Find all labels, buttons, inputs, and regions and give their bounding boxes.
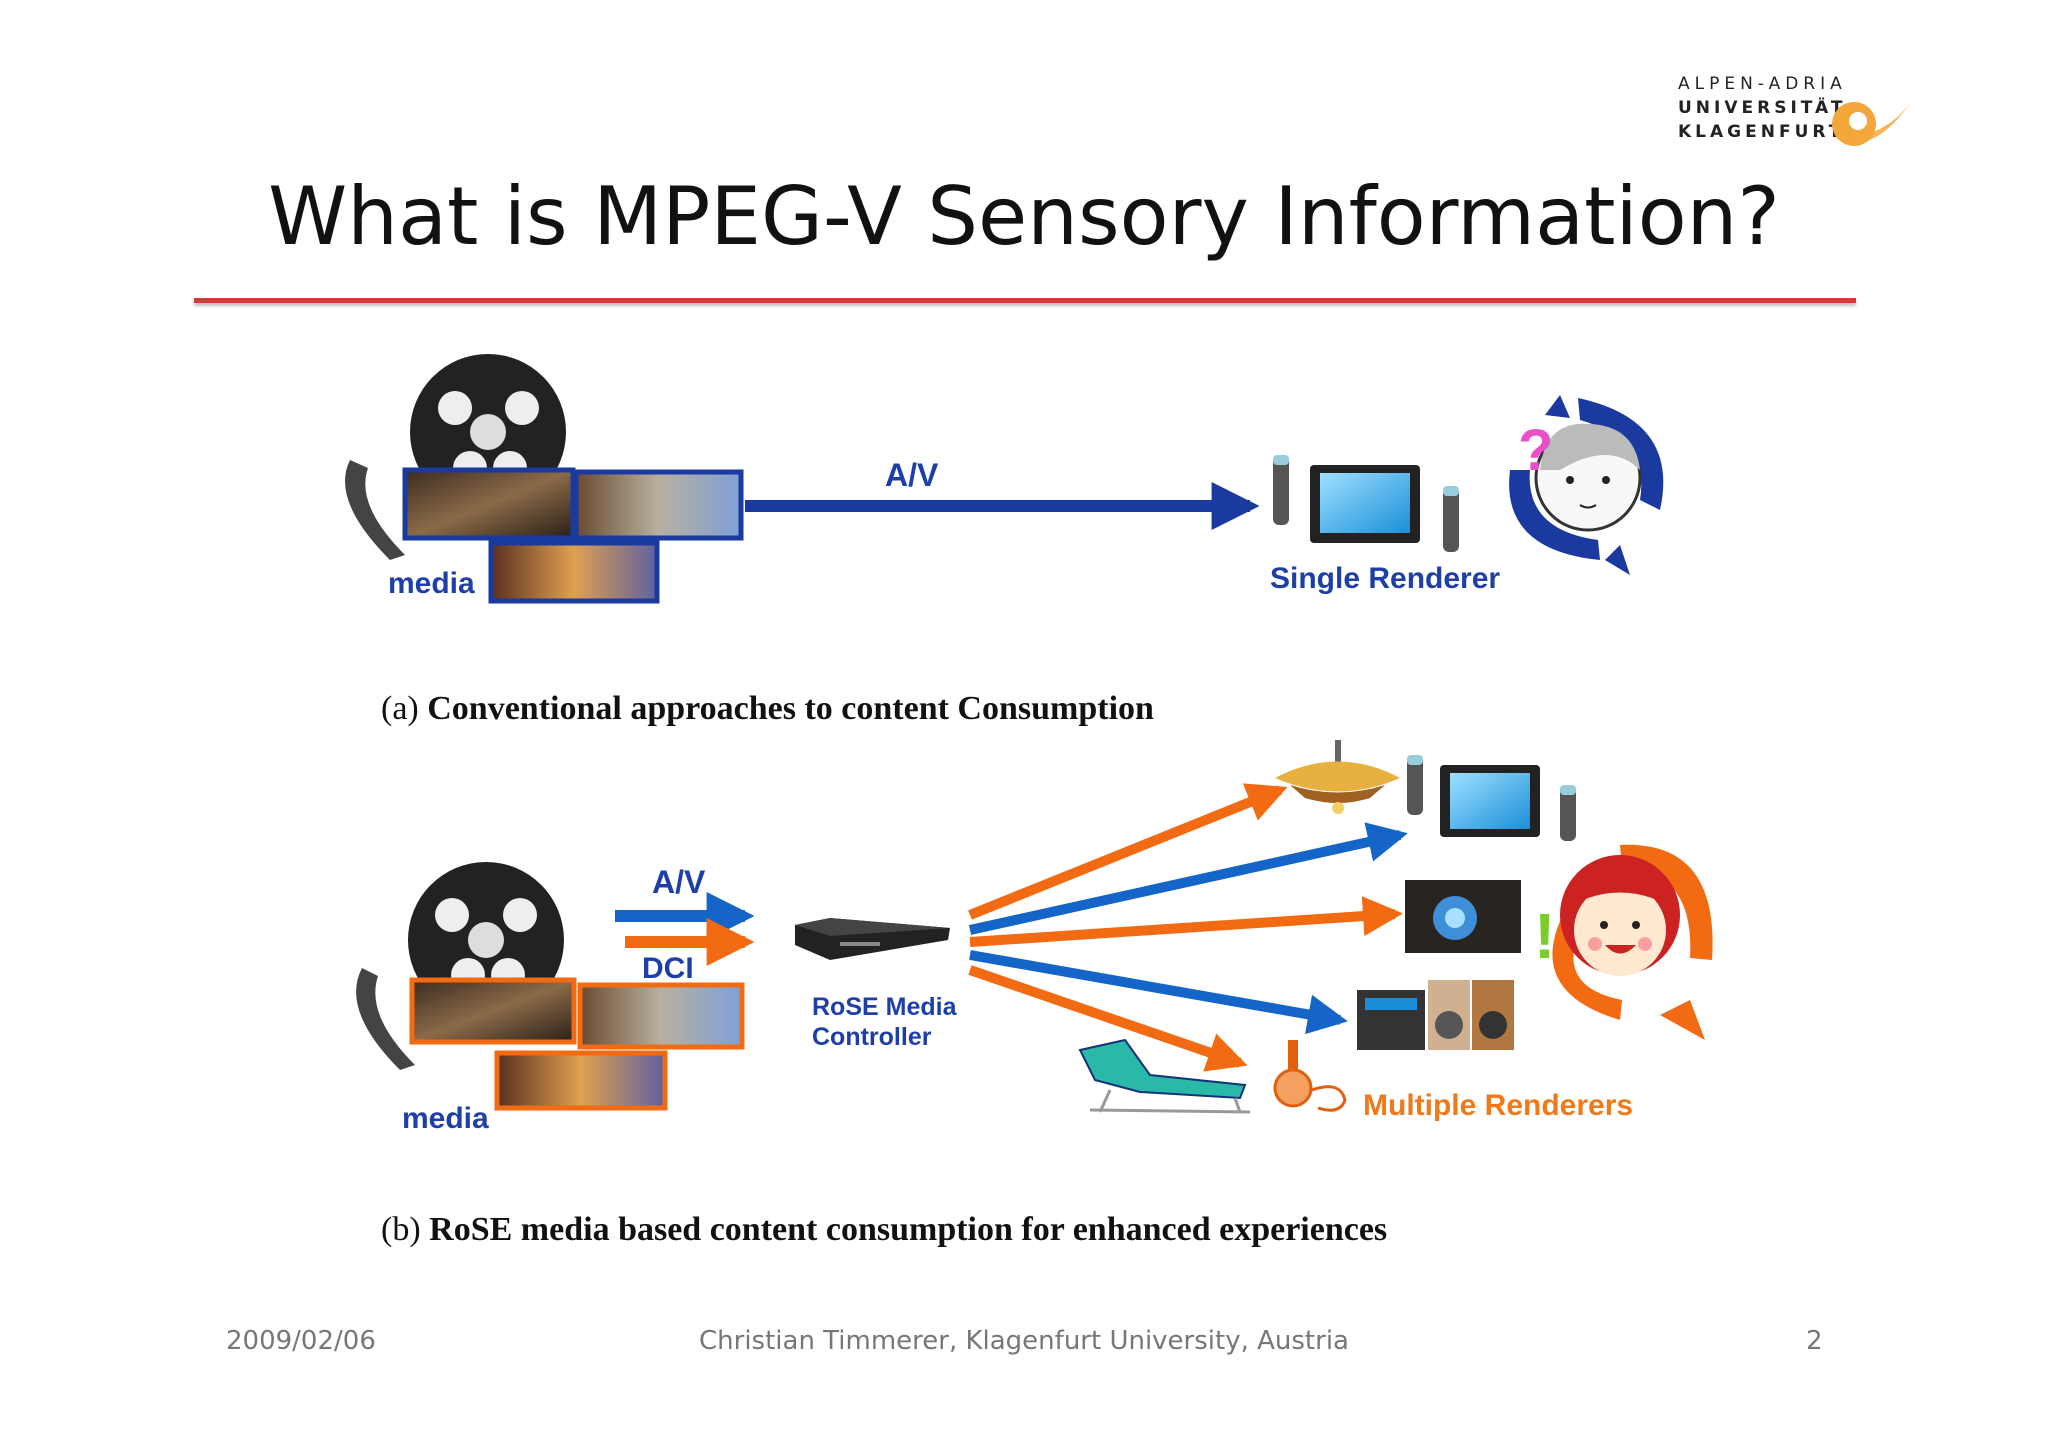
caption-a: (a) Conventional approaches to content C… [381,690,1154,728]
confused-face-icon: ? [1509,395,1664,575]
happy-face-icon: ! [1534,844,1713,1040]
caption-a-prefix: (a) [381,690,419,727]
caption-b: (b) RoSE media based content consumption… [381,1211,1387,1249]
ceiling-lamp-icon [1275,740,1400,814]
logo-line-3: KLAGENFURT [1678,122,1845,142]
logo-line-2: UNIVERSITÄT [1678,98,1847,118]
perfume-diffuser-icon [1273,1040,1347,1112]
footer-date: 2009/02/06 [226,1326,376,1356]
title-divider [194,298,1856,303]
massage-chair-icon [1078,1038,1251,1114]
question-mark-icon: ? [1518,418,1553,483]
media-label-b: media [402,1102,489,1135]
university-logo: ALPEN-ADRIA UNIVERSITÄT KLAGENFURT [1678,70,1918,150]
footer-page-number: 2 [1806,1326,1823,1356]
caption-b-prefix: (b) [381,1211,421,1248]
logo-line-1: ALPEN-ADRIA [1678,74,1847,94]
media-frames-a [402,467,744,604]
ambient-light-icon [1405,880,1521,953]
media-controller-device-icon [795,918,950,960]
footer-author: Christian Timmerer, Klagenfurt Universit… [699,1326,1349,1356]
stereo-system-icon [1357,980,1514,1050]
slide-title: What is MPEG-V Sensory Information? [268,170,1780,263]
controller-label-line1: RoSE Media [812,993,958,1021]
sun-logo-icon [1832,98,1914,146]
tv-speakers-icon [1273,455,1459,552]
media-frames-b [409,977,745,1111]
single-renderer-label: Single Renderer [1270,562,1500,595]
media-label-a: media [388,567,475,600]
multiple-renderers-label: Multiple Renderers [1363,1089,1633,1122]
caption-a-text: Conventional approaches to content Consu… [427,690,1154,727]
av-label-a: A/V [885,457,939,493]
caption-b-text: RoSE media based content consumption for… [429,1211,1388,1248]
dci-label: DCI [642,952,694,985]
av-label-b: A/V [652,864,706,900]
exclamation-mark-icon: ! [1534,900,1555,972]
fanout-arrows [968,783,1408,1072]
tv-speakers-icon-b [1407,755,1576,841]
controller-label-line2: Controller [812,1023,932,1051]
